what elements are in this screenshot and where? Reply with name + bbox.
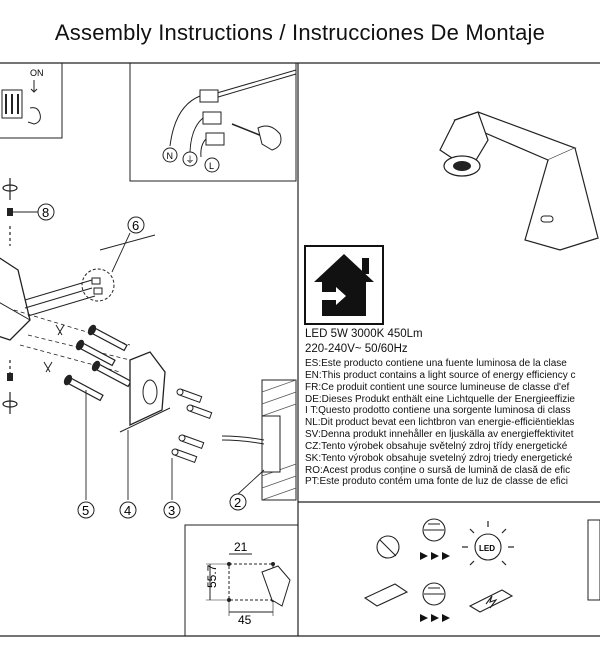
statement-nl: NL:Dit product bevat een lichtbron van e… xyxy=(305,417,575,429)
statement-pt: PT:Este produto contém uma fonte de luz … xyxy=(305,476,568,488)
statement-it: I T:Questo prodotto contiene una sorgent… xyxy=(305,405,571,417)
house-class-icon xyxy=(304,245,384,325)
callout-2-circle xyxy=(229,493,247,511)
wall-plugs xyxy=(171,388,213,463)
neutral-label: N xyxy=(167,151,174,161)
dimension-side: 55.7 xyxy=(205,564,219,588)
driver-icon xyxy=(468,589,514,613)
wiring-panel xyxy=(129,62,297,182)
screw-icon xyxy=(7,373,13,381)
spec-line-2: 220-240V~ 50/60Hz xyxy=(305,343,408,355)
callout-8-circle xyxy=(37,203,55,221)
page-title: Assembly Instructions / Instrucciones De… xyxy=(54,20,546,45)
callout-6-label: 6 xyxy=(132,218,139,233)
statement-de: DE:Dieses Produkt enthält eine Lichtquel… xyxy=(305,393,575,405)
ground-label: ⏚ xyxy=(186,155,195,165)
lamp-product-image xyxy=(439,111,599,251)
led-bulb-icon xyxy=(474,533,502,561)
statement-es: ES:Este producto contiene una fuente lum… xyxy=(305,358,567,369)
safety-icons xyxy=(363,518,514,613)
callout-5-label: 5 xyxy=(82,503,89,518)
statement-fr: FR:Ce produit contient une source lumine… xyxy=(305,381,570,393)
arrow-icons xyxy=(420,552,450,622)
statement-en: EN:This product contains a light source … xyxy=(305,369,576,381)
no-led-replace-icon xyxy=(376,535,400,559)
drilling-template xyxy=(184,524,298,636)
callout-3-label: 3 xyxy=(168,503,175,518)
callout-4-circle xyxy=(119,501,137,519)
dimension-bottom: 45 xyxy=(238,613,252,627)
wall-section xyxy=(221,379,297,501)
driver-icon xyxy=(363,583,409,607)
callout-8-label: 8 xyxy=(42,205,49,220)
dimension-top: 21 xyxy=(234,540,248,554)
rotate-arrow-icon xyxy=(55,324,65,336)
led-label: LED xyxy=(479,544,495,553)
lamp-body xyxy=(0,257,31,341)
statement-ro: RO:Acest produs conține o sursă de lumin… xyxy=(305,464,571,476)
statement-sk: SK:Tento výrobok obsahuje svetelný zdroj… xyxy=(305,452,573,464)
circuit-breaker-panel xyxy=(0,62,63,139)
callout-2-label: 2 xyxy=(234,495,241,510)
engineer-icon xyxy=(422,582,446,606)
callout-5-circle xyxy=(77,501,95,519)
callout-3-circle xyxy=(163,501,181,519)
screws-group xyxy=(63,324,132,402)
statement-sv: SV:Denna produkt innehåller en ljuskälla… xyxy=(305,429,574,441)
mounting-bracket xyxy=(119,351,171,433)
callout-4-label: 4 xyxy=(124,503,131,518)
rotate-arrow-icon xyxy=(43,361,53,373)
spec-line-1: LED 5W 3000K 450Lm xyxy=(305,328,423,340)
connector-circle xyxy=(81,268,115,302)
switch-on-label: ON xyxy=(30,68,44,78)
energy-statements: ES:Este producto contiene una fuente lum… xyxy=(305,358,600,488)
live-label: L xyxy=(209,161,214,171)
screw-8-icon xyxy=(7,208,13,216)
statement-cz: CZ:Tento výrobek obsahuje světelný zdroj… xyxy=(305,440,568,452)
engineer-icon xyxy=(422,518,446,542)
callout-6-circle xyxy=(127,216,145,234)
